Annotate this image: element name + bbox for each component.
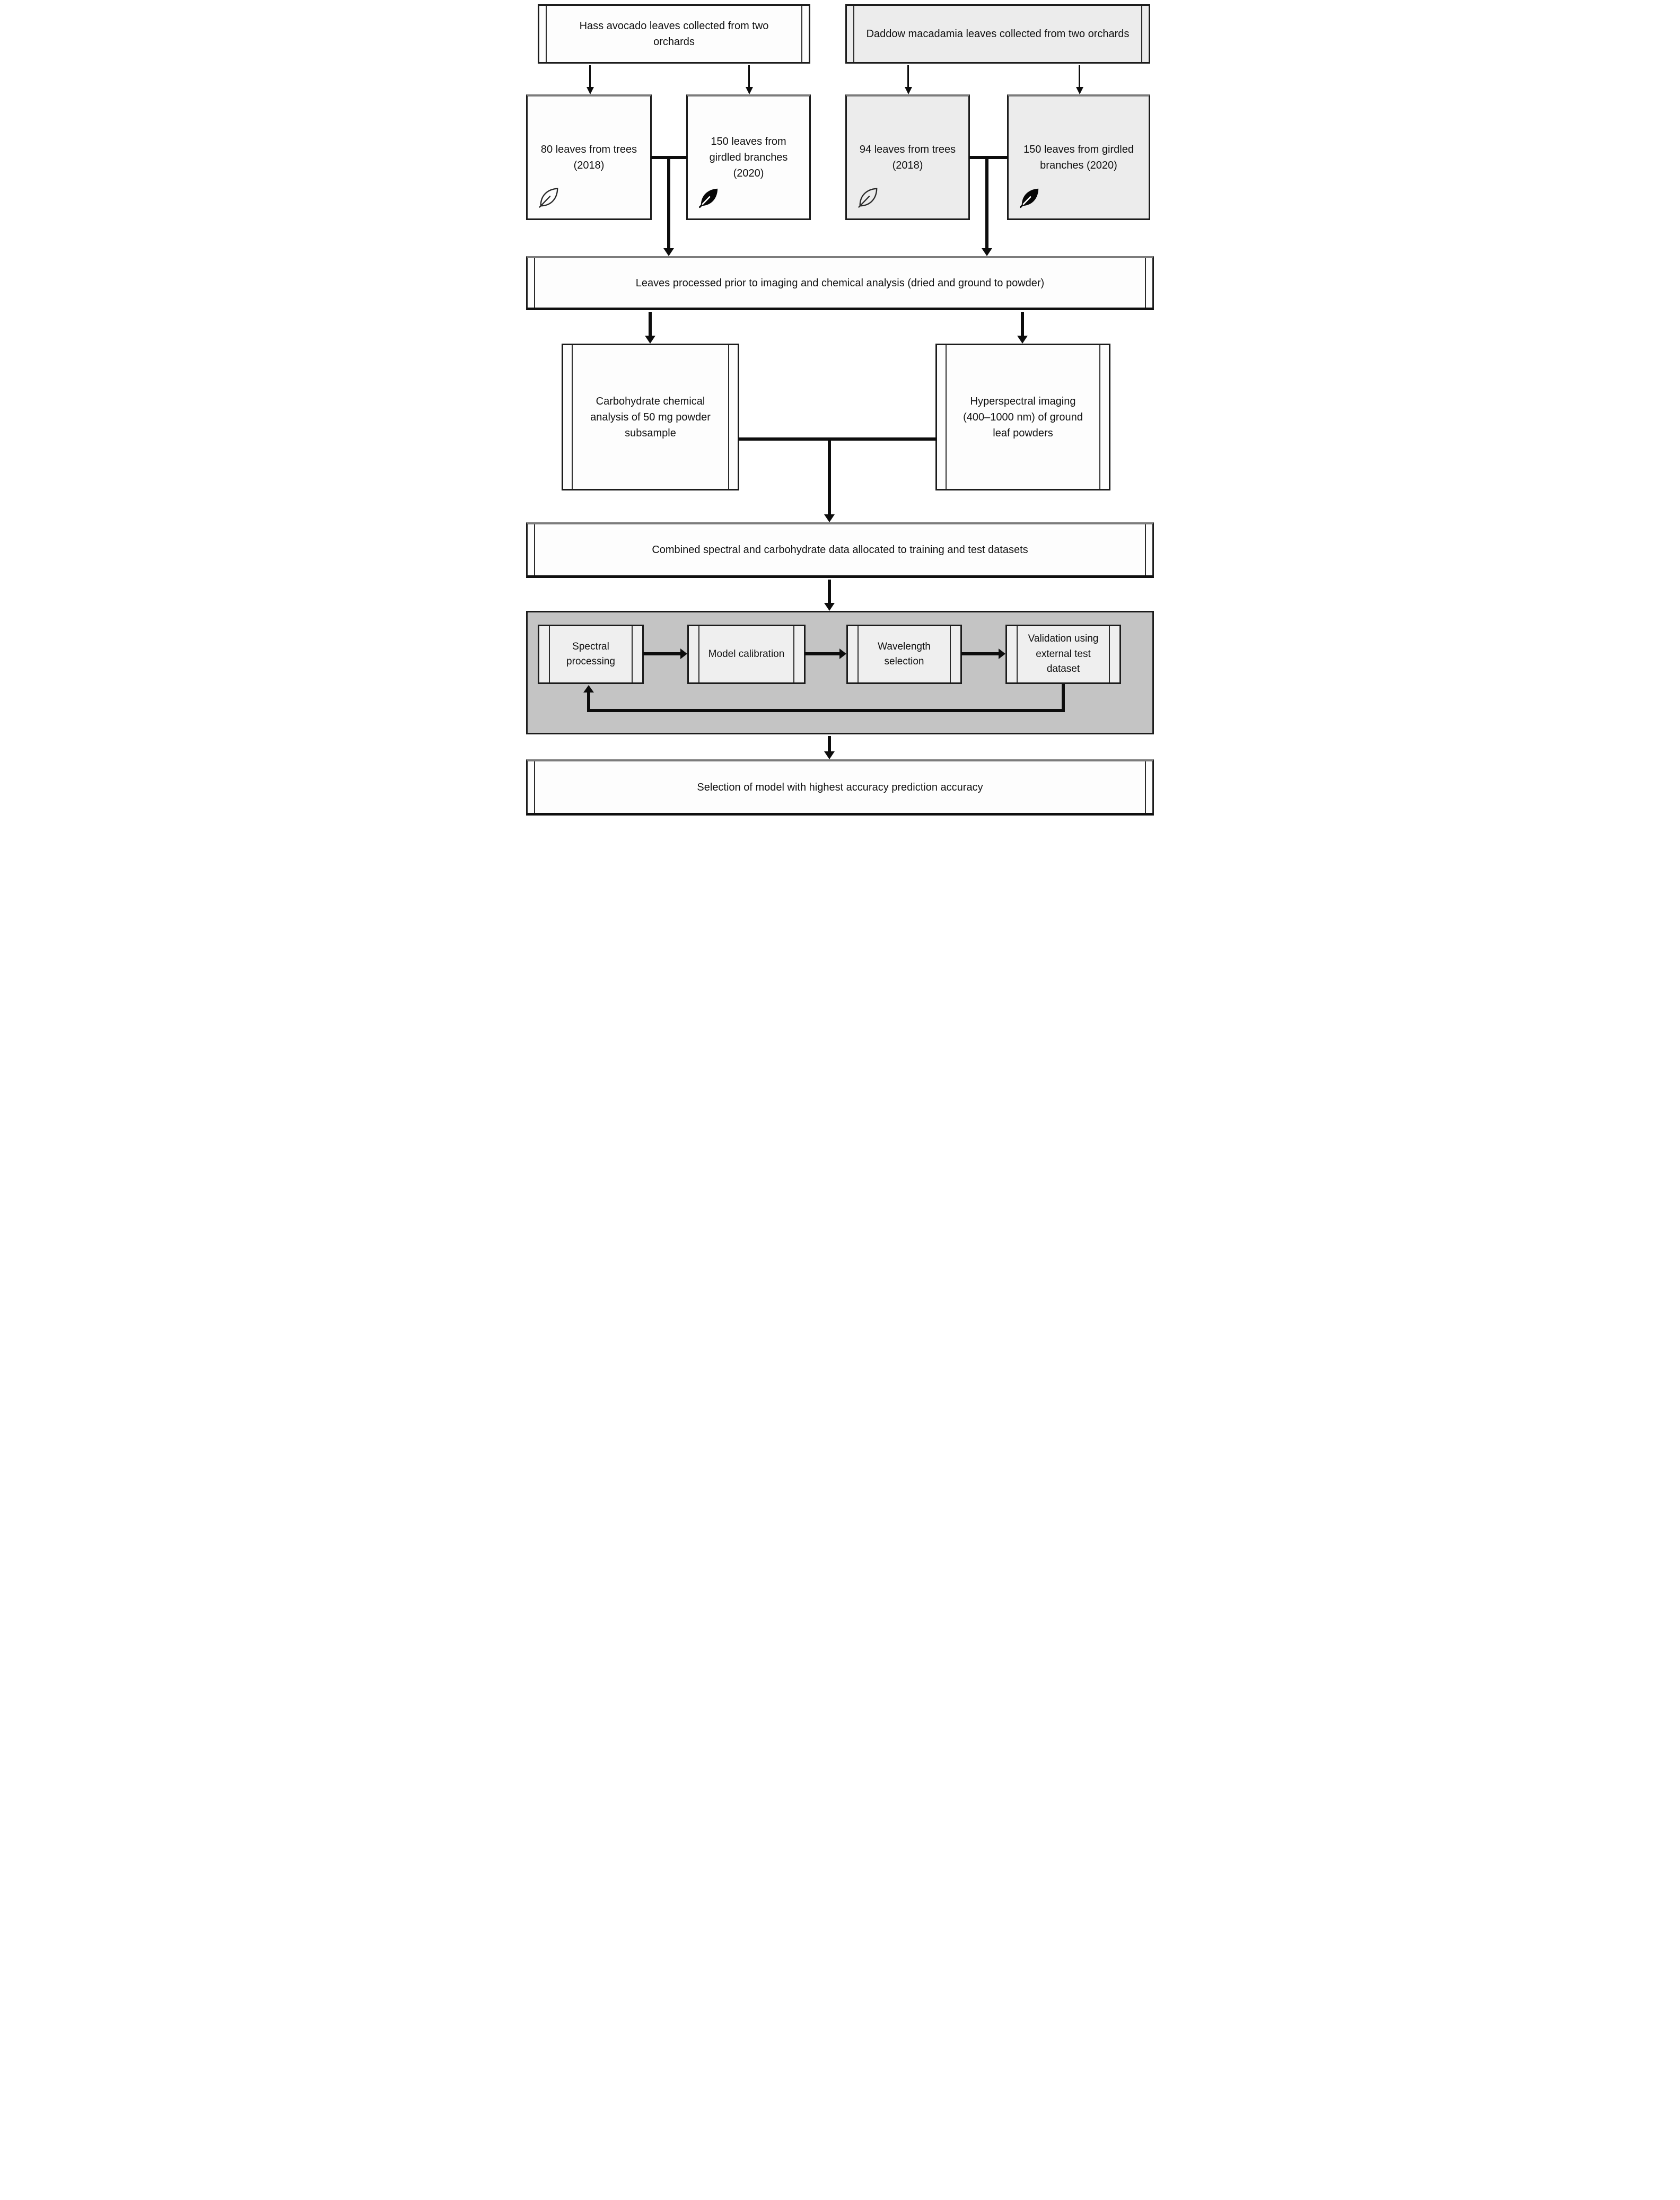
arrow-combined-to-loop <box>828 580 831 603</box>
arrowhead-model-to-wavelength <box>839 648 846 659</box>
arrowhead-daddow-to-macadamia-girdled <box>1076 87 1083 94</box>
box-carbohydrate-analysis-label: Carbohydrate chemical analysis of 50 mg … <box>590 395 711 439</box>
box-combined-data: Combined spectral and carbohydrate data … <box>526 522 1154 578</box>
arrow-model-to-wavelength <box>804 652 841 655</box>
arrow-spectral-to-model <box>643 652 681 655</box>
box-macadamia-trees: 94 leaves from trees (2018) <box>845 94 970 220</box>
box-carbohydrate-analysis: Carbohydrate chemical analysis of 50 mg … <box>562 344 739 490</box>
box-spectral-processing-label: Spectral processing <box>566 641 615 668</box>
box-daddow-macadamia: Daddow macadamia leaves collected from t… <box>845 4 1150 64</box>
arrowhead-macadamia-to-processed <box>982 248 992 256</box>
box-validation-external-test-label: Validation using external test dataset <box>1028 633 1099 675</box>
box-daddow-macadamia-label: Daddow macadamia leaves collected from t… <box>866 28 1130 40</box>
feedback-rise-to-spectral <box>587 693 590 712</box>
arrow-processed-to-hyperspectral <box>1021 312 1024 336</box>
arrow-hass-to-avocado-trees <box>589 65 591 87</box>
connector-macadamia-pair <box>969 156 1008 159</box>
arrowhead-analysis-to-combined <box>824 514 835 522</box>
leaf-filled-icon <box>698 188 718 208</box>
box-wavelength-selection-label: Wavelength selection <box>878 641 931 668</box>
box-avocado-girdled: 150 leaves from girdled branches (2020) <box>686 94 811 220</box>
leaf-outline-icon <box>539 188 558 208</box>
arrowhead-avocado-to-processed <box>663 248 674 256</box>
box-validation-external-test: Validation using external test dataset <box>1005 625 1121 684</box>
arrow-daddow-to-macadamia-girdled <box>1079 65 1080 87</box>
box-hyperspectral-imaging-label: Hyperspectral imaging (400–1000 nm) of g… <box>963 395 1083 439</box>
box-model-selection-label: Selection of model with highest accuracy… <box>697 781 983 793</box>
arrowhead-processed-to-carbohydrate <box>645 336 655 344</box>
box-model-selection: Selection of model with highest accuracy… <box>526 759 1154 816</box>
connector-analysis-join <box>738 437 937 441</box>
feedback-drop-from-validation <box>1062 684 1065 712</box>
flowchart: Hass avocado leaves collected from two o… <box>522 0 1158 833</box>
arrowhead-feedback-to-spectral <box>583 685 594 693</box>
box-macadamia-girdled: 150 leaves from girdled branches (2020) <box>1007 94 1150 220</box>
arrowhead-wavelength-to-validation <box>999 648 1005 659</box>
box-hass-avocado: Hass avocado leaves collected from two o… <box>538 4 810 64</box>
connector-macadamia-drop <box>985 156 988 248</box>
leaf-filled-icon <box>1019 188 1039 208</box>
arrow-loop-to-selection <box>828 736 831 751</box>
arrowhead-loop-to-selection <box>824 751 835 759</box>
feedback-horizontal <box>587 709 1065 712</box>
box-spectral-processing: Spectral processing <box>538 625 644 684</box>
box-leaves-processed: Leaves processed prior to imaging and ch… <box>526 256 1154 310</box>
box-hass-avocado-label: Hass avocado leaves collected from two o… <box>579 20 769 48</box>
box-hyperspectral-imaging: Hyperspectral imaging (400–1000 nm) of g… <box>935 344 1110 490</box>
box-model-calibration-label: Model calibration <box>708 648 785 660</box>
arrowhead-hass-to-avocado-trees <box>587 87 594 94</box>
arrow-hass-to-avocado-girdled <box>748 65 750 87</box>
arrow-processed-to-carbohydrate <box>649 312 652 336</box>
box-leaves-processed-label: Leaves processed prior to imaging and ch… <box>635 277 1045 289</box>
connector-avocado-drop <box>667 156 670 248</box>
arrowhead-daddow-to-macadamia-trees <box>905 87 912 94</box>
arrowhead-processed-to-hyperspectral <box>1017 336 1028 344</box>
arrowhead-combined-to-loop <box>824 603 835 611</box>
box-wavelength-selection: Wavelength selection <box>846 625 962 684</box>
box-model-calibration: Model calibration <box>687 625 806 684</box>
arrow-wavelength-to-validation <box>961 652 1000 655</box>
box-avocado-girdled-label: 150 leaves from girdled branches (2020) <box>709 136 788 179</box>
box-macadamia-girdled-label: 150 leaves from girdled branches (2020) <box>1023 144 1134 171</box>
arrowhead-spectral-to-model <box>680 648 687 659</box>
box-avocado-trees-label: 80 leaves from trees (2018) <box>540 144 637 171</box>
box-combined-data-label: Combined spectral and carbohydrate data … <box>652 544 1028 556</box>
leaf-outline-icon <box>858 188 878 208</box>
arrowhead-hass-to-avocado-girdled <box>746 87 753 94</box>
box-avocado-trees: 80 leaves from trees (2018) <box>526 94 652 220</box>
connector-analysis-drop <box>828 437 831 515</box>
arrow-daddow-to-macadamia-trees <box>907 65 909 87</box>
box-macadamia-trees-label: 94 leaves from trees (2018) <box>859 144 956 171</box>
